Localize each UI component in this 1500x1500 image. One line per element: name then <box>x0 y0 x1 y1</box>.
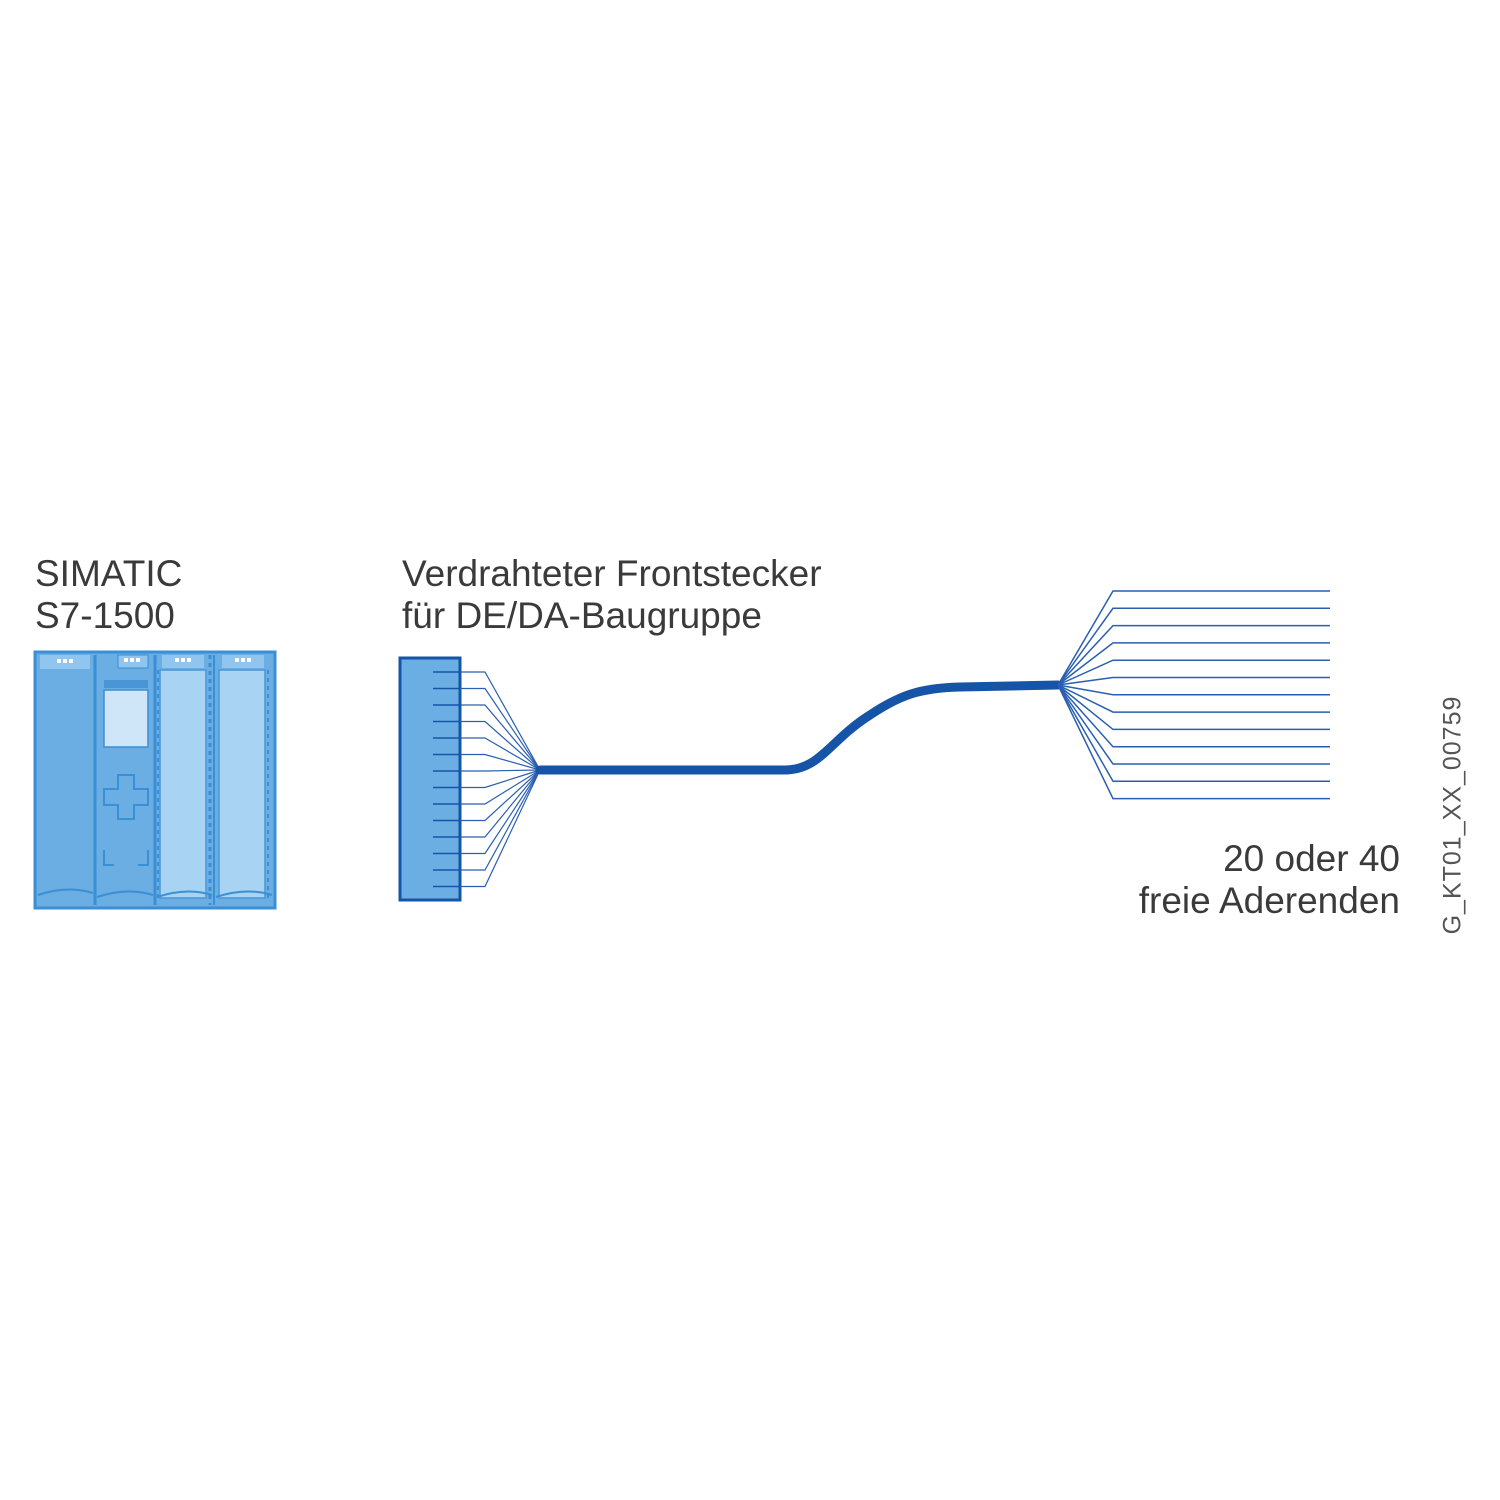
wire-ends-line1: 20 oder 40 <box>1223 838 1400 879</box>
fan-wire <box>460 769 541 789</box>
fan-wire <box>460 720 541 771</box>
free-wire-end <box>1057 684 1330 731</box>
connector-title-line2: für DE/DA-Baugruppe <box>402 595 762 636</box>
fan-wire <box>460 769 541 838</box>
fan-wire <box>460 687 541 771</box>
free-wire-end <box>1057 684 1330 765</box>
plc-illustration <box>33 650 277 910</box>
fan-wire <box>460 769 541 871</box>
wire-ends-line2: freie Aderenden <box>1138 880 1400 921</box>
free-wire-end <box>1057 684 1330 713</box>
fan-wire <box>460 769 541 888</box>
free-wire-end <box>1057 684 1330 696</box>
wire-ends-label: 20 oder 40 freie Aderenden <box>1139 838 1400 922</box>
fan-wire <box>460 769 541 772</box>
cpu-display <box>103 689 149 748</box>
connector-title: Verdrahteter Frontstecker für DE/DA-Baug… <box>402 553 822 637</box>
free-wire-end <box>1057 684 1330 783</box>
connector-pins <box>433 671 460 888</box>
power-supply-module <box>38 655 93 905</box>
fan-wire <box>460 671 541 771</box>
connector-title-line1: Verdrahteter Frontstecker <box>402 553 822 594</box>
io-module-1 <box>159 655 207 899</box>
cpu-module <box>97 654 153 905</box>
plc-title: SIMATIC S7-1500 <box>35 553 182 637</box>
free-wire-end <box>1057 624 1330 686</box>
free-wire-end <box>1057 684 1330 800</box>
front-connector <box>398 656 462 902</box>
left-wire-fan <box>460 671 541 888</box>
fan-wire <box>460 704 541 771</box>
right-wire-fan <box>1057 590 1330 800</box>
free-wire-end <box>1057 676 1330 686</box>
free-wire-end <box>1057 684 1330 748</box>
fan-wire <box>460 769 541 805</box>
io-module-2 <box>218 655 266 899</box>
fan-wire <box>460 769 541 822</box>
plc-title-line1: SIMATIC <box>35 553 183 594</box>
free-wire-end <box>1057 607 1330 686</box>
main-cable <box>535 680 1063 775</box>
fan-wire <box>460 769 541 855</box>
fan-wire <box>460 753 541 771</box>
plc-title-line2: S7-1500 <box>35 595 175 636</box>
free-wire-end <box>1057 590 1330 686</box>
fan-wire <box>460 737 541 771</box>
free-wire-end <box>1057 642 1330 686</box>
cpu-keypad-icon <box>103 774 149 820</box>
free-wire-end <box>1057 659 1330 686</box>
